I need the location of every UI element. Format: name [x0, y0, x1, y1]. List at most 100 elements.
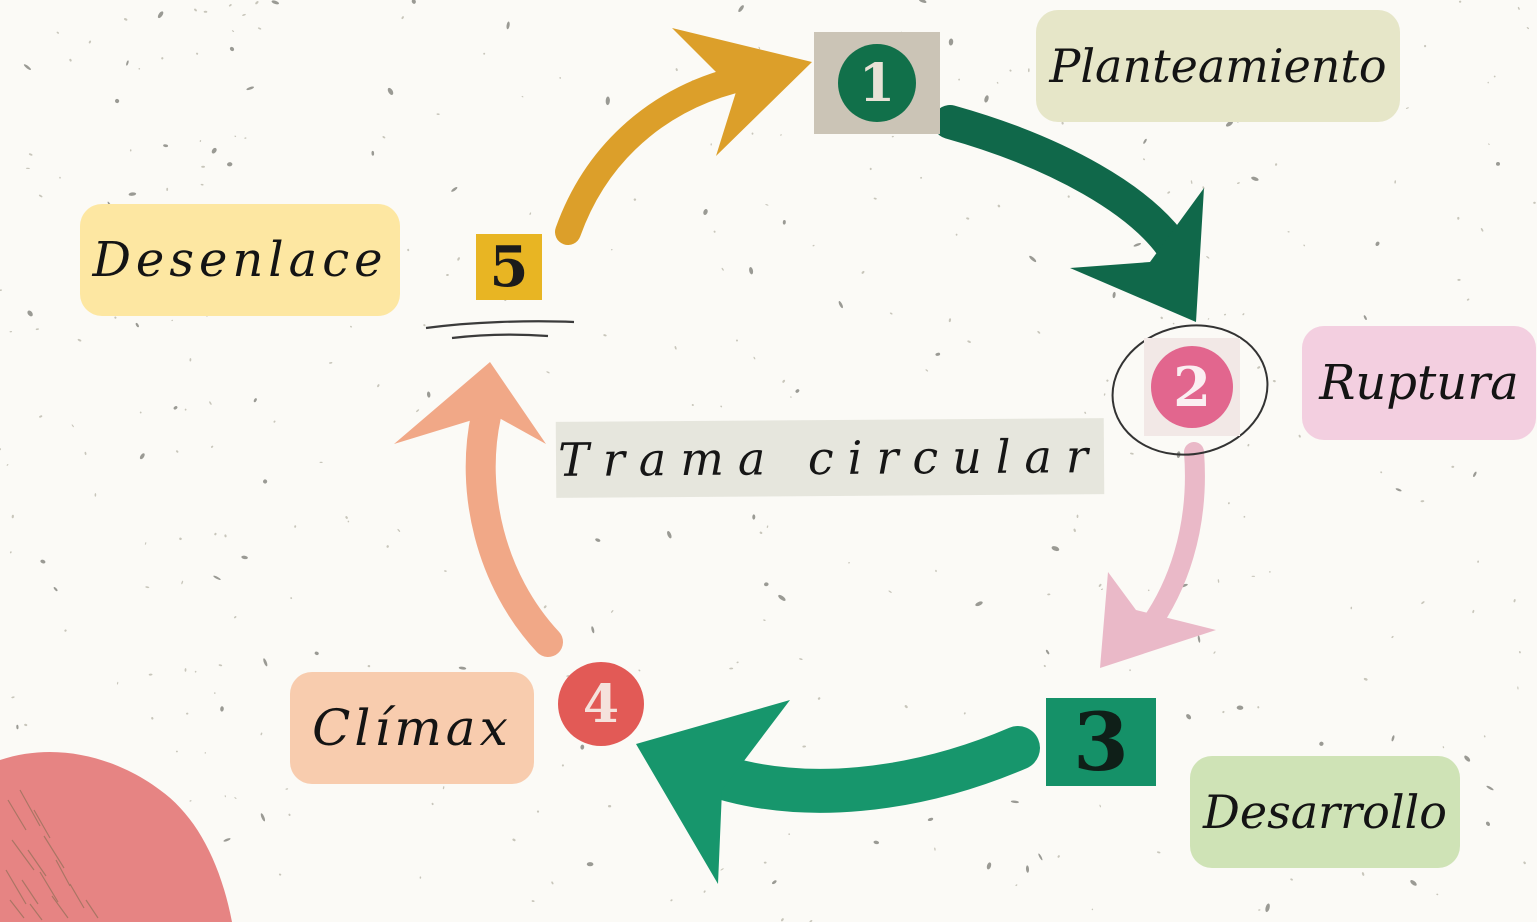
speckle — [255, 1, 259, 5]
speckle — [288, 813, 291, 816]
speckle — [1043, 664, 1046, 668]
speckle — [586, 862, 594, 867]
speckle — [442, 786, 445, 790]
speckle — [175, 450, 179, 453]
speckle — [1207, 318, 1210, 320]
speckle — [763, 861, 767, 864]
speckle — [367, 664, 371, 668]
speckle — [817, 697, 821, 700]
speckle — [1236, 705, 1244, 710]
speckle — [1143, 138, 1147, 144]
speckle — [189, 800, 192, 802]
speckle — [1206, 256, 1210, 259]
speckle — [1466, 298, 1470, 301]
badge-three: 3 — [1046, 698, 1156, 786]
speckle — [759, 531, 763, 534]
speckle — [1420, 500, 1425, 503]
speckle — [691, 403, 694, 407]
speckle — [1223, 313, 1227, 316]
speckle — [184, 668, 187, 672]
speckle — [782, 220, 786, 225]
speckle — [426, 391, 431, 398]
speckle — [1061, 121, 1064, 125]
speckle — [423, 324, 426, 327]
speckle — [1488, 143, 1490, 145]
speckle — [1143, 158, 1145, 161]
speckle — [536, 810, 540, 813]
speckle — [1247, 443, 1250, 447]
speckle — [201, 165, 206, 168]
speckle — [186, 712, 189, 715]
speckle — [1303, 244, 1306, 247]
speckle — [1298, 434, 1301, 438]
speckle — [963, 712, 966, 715]
speckle — [551, 881, 554, 885]
speckle — [1112, 291, 1116, 299]
speckle — [1394, 180, 1397, 184]
speckle — [638, 669, 641, 672]
speckle — [1103, 393, 1106, 396]
speckle — [1480, 227, 1484, 232]
speckle — [94, 493, 97, 497]
speckle — [157, 11, 164, 19]
speckle — [419, 876, 422, 879]
speckle — [958, 78, 960, 81]
speckle — [196, 52, 199, 55]
speckle — [1222, 710, 1225, 714]
speckle — [935, 352, 941, 356]
speckle — [559, 77, 562, 79]
speckle — [703, 890, 706, 893]
speckle — [1091, 908, 1094, 911]
speckle — [9, 330, 13, 333]
speckle — [869, 167, 872, 171]
speckle — [263, 479, 268, 484]
speckle — [231, 30, 235, 32]
speckle — [1076, 514, 1079, 518]
speckle — [457, 257, 460, 261]
speckle — [1391, 735, 1395, 742]
speckle — [9, 551, 12, 554]
speckle — [229, 46, 235, 52]
badge-two: 2 — [1144, 338, 1240, 436]
speckle — [1486, 785, 1494, 791]
speckle — [53, 587, 58, 592]
speckle — [71, 424, 74, 428]
speckle — [257, 27, 262, 30]
stage-label-planteamiento: Planteamiento — [1036, 10, 1400, 122]
speckle — [975, 601, 983, 607]
speckle — [1513, 599, 1516, 603]
speckle — [233, 616, 237, 619]
speckle — [713, 230, 716, 233]
speckle — [543, 605, 547, 609]
speckle — [175, 750, 178, 753]
speckle — [1526, 27, 1530, 30]
speckle — [203, 10, 208, 13]
speckle — [738, 5, 744, 13]
speckle — [84, 451, 87, 456]
speckle — [1037, 330, 1041, 334]
stage-label-climax: Clímax — [290, 672, 534, 784]
speckle — [314, 651, 319, 656]
speckle — [591, 626, 595, 634]
speckle — [603, 334, 607, 337]
speckle — [1160, 316, 1163, 320]
speckle — [0, 289, 2, 292]
speckle — [758, 46, 761, 50]
speckle — [1047, 593, 1051, 596]
speckle — [234, 135, 237, 138]
speckle — [984, 95, 989, 103]
speckle — [918, 0, 927, 3]
speckle — [228, 4, 232, 7]
speckle — [736, 661, 739, 664]
speckle — [220, 706, 224, 712]
speckle — [294, 525, 297, 528]
badge-four: 4 — [558, 662, 644, 746]
speckle — [1257, 706, 1260, 709]
speckle — [1290, 878, 1293, 881]
speckle — [28, 153, 33, 156]
speckle — [6, 464, 9, 466]
speckle — [138, 68, 141, 70]
speckle — [1457, 278, 1461, 281]
